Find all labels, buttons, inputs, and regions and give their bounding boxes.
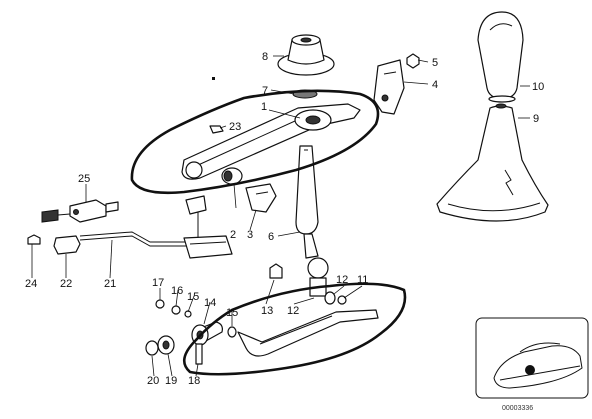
callout-15a: 15 bbox=[187, 291, 199, 303]
highlight-ring-upper bbox=[130, 89, 380, 195]
clip-ring[interactable] bbox=[227, 326, 237, 338]
callout-21: 21 bbox=[104, 278, 116, 290]
spring-clip[interactable] bbox=[269, 263, 283, 279]
callout-22: 22 bbox=[60, 278, 72, 290]
vehicle-locator-inset bbox=[475, 317, 589, 399]
callout-23: 23 bbox=[229, 121, 241, 133]
callout-12a: 12 bbox=[336, 274, 348, 286]
callout-13: 13 bbox=[261, 305, 273, 317]
callout-12b: 12 bbox=[287, 305, 299, 317]
hex-nut[interactable] bbox=[406, 53, 420, 69]
ball-joint[interactable] bbox=[307, 257, 329, 297]
cap[interactable] bbox=[145, 340, 159, 356]
wire-connector[interactable] bbox=[41, 209, 59, 223]
harness-plug[interactable] bbox=[183, 195, 233, 259]
marker-dot bbox=[212, 77, 215, 80]
shift-rod[interactable] bbox=[237, 309, 379, 357]
shift-knob[interactable] bbox=[477, 11, 524, 103]
callout-3: 3 bbox=[247, 229, 253, 241]
callout-labels: 1 2 3 4 5 6 7 8 9 10 11 12 12 13 14 15 1… bbox=[25, 51, 544, 387]
reference-number: 00003336 bbox=[502, 405, 533, 412]
pivot-pin[interactable] bbox=[191, 321, 223, 346]
callout-24: 24 bbox=[25, 278, 37, 290]
callout-11: 11 bbox=[357, 274, 368, 286]
callout-15b: 15 bbox=[226, 307, 238, 319]
callout-7: 7 bbox=[262, 85, 268, 97]
retaining-clip[interactable] bbox=[209, 125, 224, 134]
callout-6: 6 bbox=[268, 231, 274, 243]
callout-19: 19 bbox=[165, 375, 177, 387]
mounting-bracket[interactable] bbox=[245, 183, 277, 213]
callout-16: 16 bbox=[171, 285, 183, 297]
bolt[interactable] bbox=[195, 343, 203, 365]
pivot-bushing[interactable] bbox=[221, 167, 243, 185]
grommet-clip[interactable] bbox=[27, 234, 41, 245]
boot-base-ring[interactable] bbox=[277, 34, 335, 76]
leader-lines bbox=[31, 55, 530, 377]
circlip[interactable] bbox=[324, 291, 336, 305]
shift-boot[interactable] bbox=[436, 103, 549, 222]
callout-20: 20 bbox=[147, 375, 159, 387]
callout-8: 8 bbox=[262, 51, 268, 63]
callout-14: 14 bbox=[204, 297, 216, 309]
callout-1: 1 bbox=[261, 101, 267, 113]
callout-18: 18 bbox=[188, 375, 200, 387]
callout-17: 17 bbox=[152, 277, 164, 289]
callout-10: 10 bbox=[532, 81, 544, 93]
callout-9: 9 bbox=[533, 113, 539, 125]
callout-5: 5 bbox=[432, 57, 438, 69]
washer-small[interactable] bbox=[155, 299, 192, 318]
callout-4: 4 bbox=[432, 79, 438, 91]
back-up-light-switch[interactable] bbox=[69, 199, 119, 223]
highlight-ring-lower bbox=[182, 282, 407, 376]
callout-2: 2 bbox=[230, 229, 236, 241]
plug-connector[interactable] bbox=[53, 235, 81, 255]
callout-25: 25 bbox=[78, 173, 90, 185]
support-bracket[interactable] bbox=[373, 59, 405, 115]
bushing-sleeve[interactable] bbox=[157, 335, 175, 355]
shift-lever-arm[interactable] bbox=[181, 103, 361, 180]
